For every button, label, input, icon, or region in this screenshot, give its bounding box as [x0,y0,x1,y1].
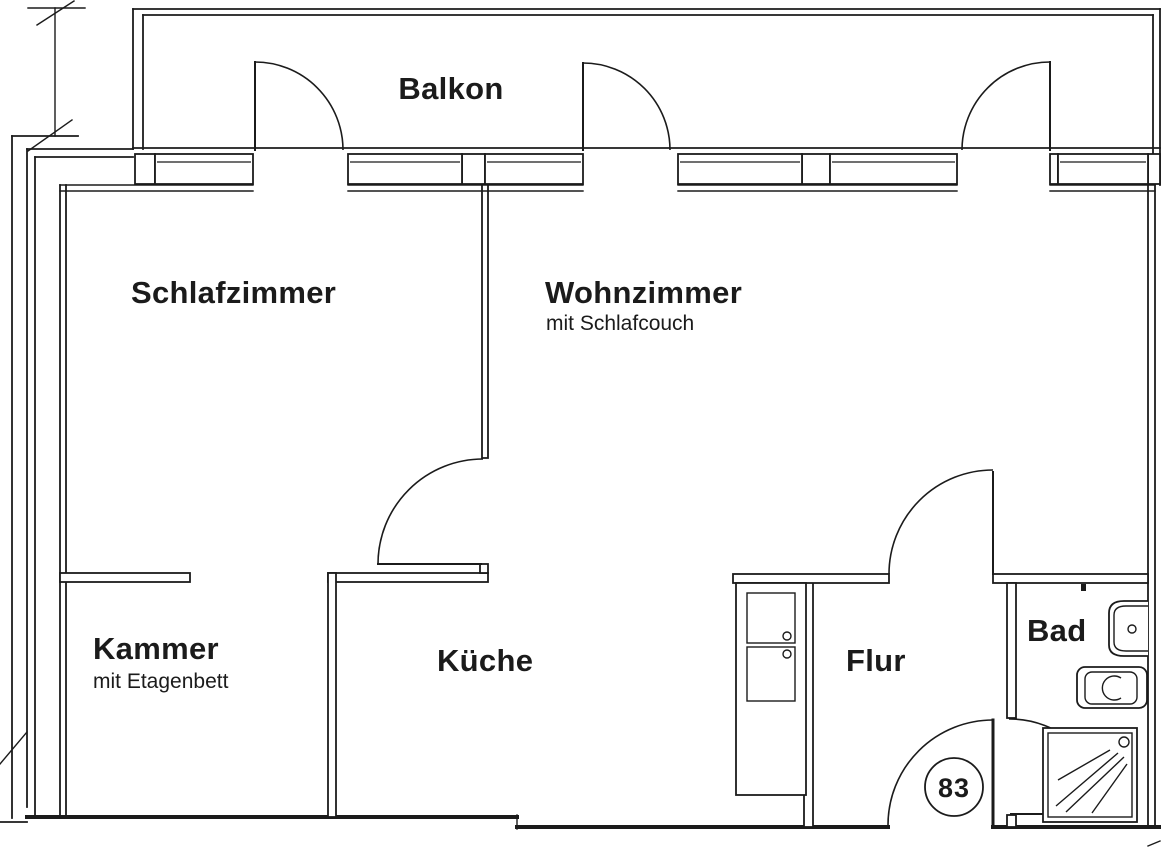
cabinet-door [746,592,796,644]
livingroom-bath-wall [992,573,1149,584]
room-label-kueche: Küche [437,643,533,678]
room-label-schlafzimmer: Schlafzimmer [131,275,336,310]
room-note-kammer: mit Etagenbett [93,670,229,693]
room-label-wohnzimmer: Wohnzimmer [545,275,742,310]
door-swing-arc [377,458,484,565]
wall-pier [461,153,486,185]
door-swing-icon [377,458,484,565]
apartment-number: 83 [938,773,970,803]
site-boundary [0,135,134,823]
door-swing-arc [582,62,671,151]
door-knob-icon [782,631,792,641]
door-swing-icon [254,61,344,151]
room-note-wohnzimmer: mit Schlafcouch [546,312,694,335]
room-label-bad: Bad [1027,613,1086,648]
window-icon [154,153,254,185]
toilet-bowl [1101,675,1122,701]
sink-icon [1108,600,1148,657]
toilet-icon [1076,666,1148,709]
door-swing-icon [582,62,671,151]
apartment-number-badge [924,757,984,817]
shower-icon [1042,727,1138,823]
room-label-balkon: Balkon [398,71,503,106]
cabinet-door [746,646,796,702]
door-swing-arc [887,719,994,826]
bedroom-livingroom-wall [481,184,489,459]
wall-pier [801,153,831,185]
door-jamb [479,563,489,574]
dimension-tick [0,731,28,765]
north-wall [59,147,1161,192]
bathroom-fixtures [1042,584,1148,823]
hall-bath-wall [1006,582,1017,719]
dimension-tick [1147,840,1161,847]
wall-pier [134,153,156,185]
window-icon [677,153,803,185]
door-swing-icon [888,469,994,575]
kitchen-north-wall [327,572,489,583]
door-swing-arc [254,61,344,151]
kammer-north-wall [59,572,191,583]
room-label-flur: Flur [846,643,906,678]
wall-pier [1049,153,1059,185]
door-knob-icon [782,649,792,659]
hall-bath-wall-stub [1006,814,1017,828]
room-label-kammer: Kammer [93,631,219,666]
window-icon [829,153,958,185]
window-icon [484,153,584,185]
window-icon [347,153,463,185]
window-icon [1057,153,1149,185]
kammer-kitchen-wall [327,572,337,818]
door-swing-arc [961,61,1051,151]
switch-mark [1081,584,1086,591]
dimension-tick [36,0,75,26]
shower-spray [1055,749,1128,814]
door-swing-arc [888,469,994,575]
wall-pier [1147,153,1161,185]
drain-icon [1127,624,1137,634]
livingroom-hall-wall [732,573,890,584]
interior-walls [59,184,1149,828]
exterior-walls [25,184,1161,830]
balcony-doors [254,61,1051,151]
door-swing-icon [961,61,1051,151]
room-labels: Balkon Schlafzimmer Wohnzimmer mit Schla… [93,71,1086,693]
shower-head-icon [1118,736,1130,748]
wardrobe-cabinet-icon [735,582,807,796]
balcony [132,8,1161,186]
entrance-door: 83 [887,718,995,827]
